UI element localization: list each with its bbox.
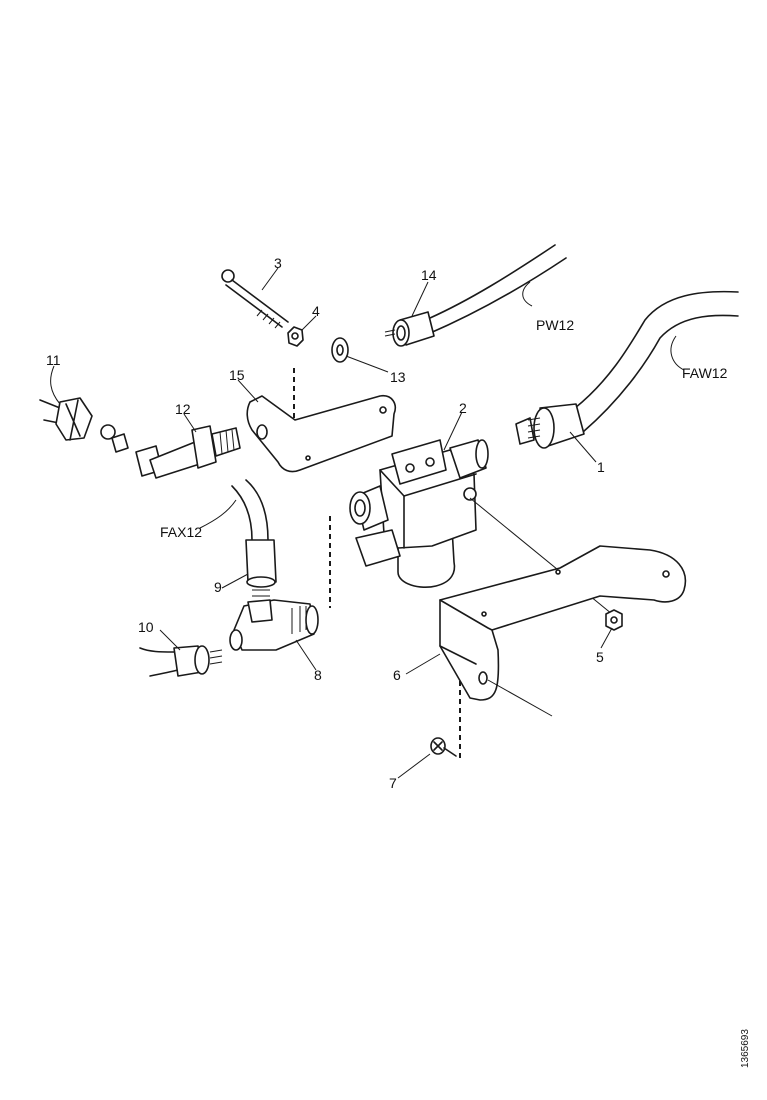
hose-faw12 (574, 290, 739, 433)
sleeve (100, 424, 129, 453)
bracket-6 (439, 545, 687, 701)
callout-6: 6 (393, 667, 401, 683)
callout-2: 2 (459, 400, 467, 416)
callout-13: 13 (390, 369, 406, 385)
tee-8 (229, 599, 319, 651)
label-pw12: PW12 (536, 317, 574, 333)
screw-7 (430, 737, 457, 757)
fitting-14 (384, 311, 435, 347)
fitting-9 (245, 539, 277, 603)
fitting-11 (39, 397, 93, 441)
leader-lines (50, 267, 685, 779)
callout-4: 4 (312, 303, 320, 319)
valve-2 (349, 439, 489, 588)
callout-1: 1 (597, 459, 605, 475)
bracket-axis-line (487, 679, 553, 717)
callout-11: 11 (46, 352, 61, 368)
washer-13 (331, 337, 349, 363)
callout-8: 8 (314, 667, 322, 683)
callout-12: 12 (175, 401, 191, 417)
label-faw12: FAW12 (682, 365, 728, 381)
hose-fax12 (231, 479, 269, 541)
label-fax12: FAX12 (160, 524, 202, 540)
fitting-10 (173, 645, 223, 677)
nut-5 (605, 609, 623, 631)
callout-9: 9 (214, 579, 222, 595)
fitting-1 (515, 403, 585, 449)
callout-10: 10 (138, 619, 154, 635)
bolt-3 (221, 269, 289, 329)
nut-4 (287, 326, 304, 347)
document-number: 1365693 (740, 1029, 751, 1068)
connector-12 (135, 425, 241, 479)
hose-pw12 (427, 244, 567, 335)
callout-7: 7 (389, 775, 397, 791)
callout-15: 15 (229, 367, 245, 383)
hose-10-line (139, 647, 179, 677)
callout-14: 14 (421, 267, 437, 283)
bracket-15 (246, 394, 396, 473)
callout-3: 3 (274, 255, 282, 271)
callout-5: 5 (596, 649, 604, 665)
